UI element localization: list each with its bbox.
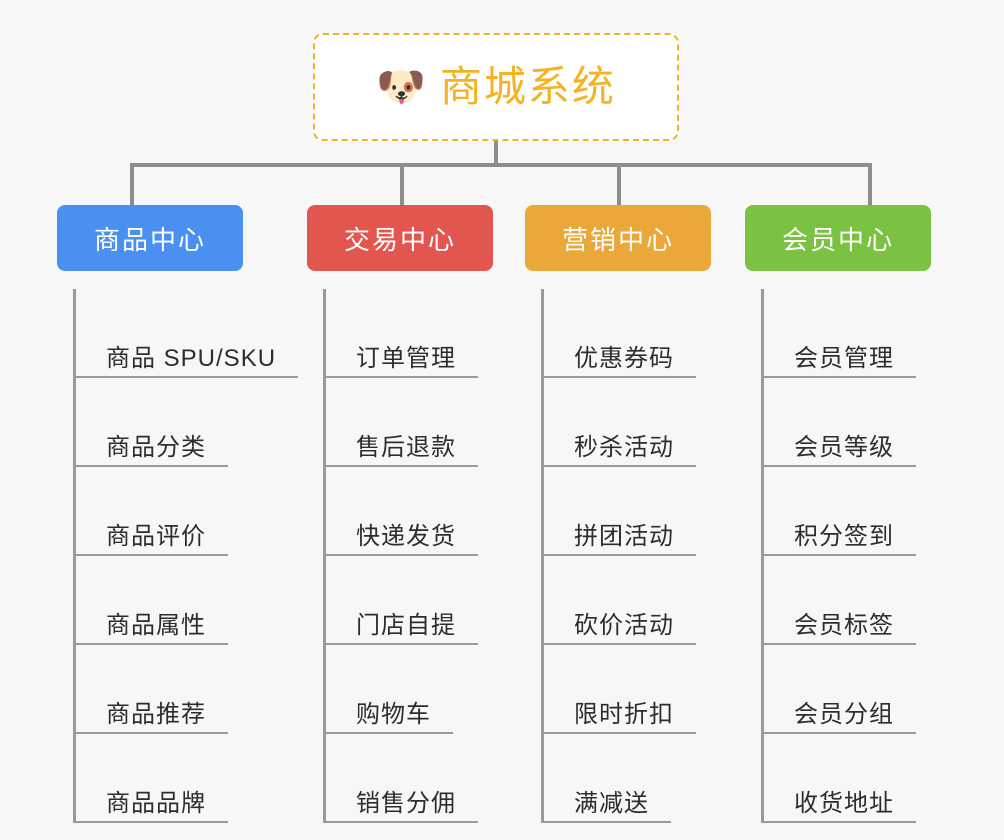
leaf-item[interactable]: 门店自提 <box>326 556 478 645</box>
leaf-list-4: 会员管理 会员等级 积分签到 会员标签 会员分组 收货地址 <box>761 289 951 823</box>
leaf-label: 会员等级 <box>794 434 894 462</box>
leaf-label: 销售分佣 <box>356 790 456 818</box>
leaf-item[interactable]: 收货地址 <box>764 734 916 823</box>
branch-column-2: 交易中心 订单管理 售后退款 快递发货 门店自提 购物车 销售分佣 <box>307 205 517 823</box>
branch-column-4: 会员中心 会员管理 会员等级 积分签到 会员标签 会员分组 收货地址 <box>745 205 951 823</box>
leaf-item[interactable]: 秒杀活动 <box>544 378 696 467</box>
leaf-item[interactable]: 满减送 <box>544 734 671 823</box>
connector-root-stem <box>494 141 498 167</box>
category-label: 交易中心 <box>343 224 456 255</box>
leaf-item[interactable]: 会员管理 <box>764 289 916 378</box>
leaf-item[interactable]: 拼团活动 <box>544 467 696 556</box>
leaf-item[interactable]: 商品属性 <box>76 556 228 645</box>
branch-column-3: 营销中心 优惠券码 秒杀活动 拼团活动 砍价活动 限时折扣 满减送 <box>525 205 729 823</box>
leaf-item[interactable]: 商品品牌 <box>76 734 228 823</box>
leaf-item[interactable]: 购物车 <box>326 645 453 734</box>
leaf-list-1: 商品 SPU/SKU 商品分类 商品评价 商品属性 商品推荐 商品品牌 <box>73 289 299 823</box>
leaf-label: 满减送 <box>574 790 649 818</box>
leaf-list-2: 订单管理 售后退款 快递发货 门店自提 购物车 销售分佣 <box>323 289 517 823</box>
leaf-item[interactable]: 会员标签 <box>764 556 916 645</box>
leaf-label: 门店自提 <box>356 612 456 640</box>
leaf-label: 商品 SPU/SKU <box>106 345 277 373</box>
leaf-label: 砍价活动 <box>574 612 674 640</box>
leaf-list-3: 优惠券码 秒杀活动 拼团活动 砍价活动 限时折扣 满减送 <box>541 289 729 823</box>
connector-horizontal-bus <box>130 163 872 167</box>
leaf-item[interactable]: 商品分类 <box>76 378 228 467</box>
branch-column-1: 商品中心 商品 SPU/SKU 商品分类 商品评价 商品属性 商品推荐 商品品牌 <box>57 205 299 823</box>
leaf-label: 快递发货 <box>356 523 456 551</box>
leaf-label: 商品推荐 <box>106 701 206 729</box>
category-box-4[interactable]: 会员中心 <box>745 205 931 271</box>
leaf-item[interactable]: 限时折扣 <box>544 645 696 734</box>
leaf-item[interactable]: 优惠券码 <box>544 289 696 378</box>
category-box-1[interactable]: 商品中心 <box>57 205 243 271</box>
leaf-label: 商品品牌 <box>106 790 206 818</box>
leaf-item[interactable]: 会员分组 <box>764 645 916 734</box>
leaf-item[interactable]: 商品推荐 <box>76 645 228 734</box>
leaf-item[interactable]: 积分签到 <box>764 467 916 556</box>
leaf-label: 订单管理 <box>356 345 456 373</box>
leaf-label: 积分签到 <box>794 523 894 551</box>
connector-drop-2 <box>400 163 404 205</box>
category-box-2[interactable]: 交易中心 <box>307 205 493 271</box>
leaf-item[interactable]: 快递发货 <box>326 467 478 556</box>
leaf-item[interactable]: 售后退款 <box>326 378 478 467</box>
leaf-item[interactable]: 商品评价 <box>76 467 228 556</box>
leaf-label: 秒杀活动 <box>574 434 674 462</box>
connector-drop-1 <box>130 163 134 205</box>
leaf-label: 商品评价 <box>106 523 206 551</box>
leaf-label: 优惠券码 <box>574 345 674 373</box>
leaf-item[interactable]: 销售分佣 <box>326 734 478 823</box>
connector-drop-4 <box>868 163 872 205</box>
connector-drop-3 <box>617 163 621 205</box>
leaf-item[interactable]: 会员等级 <box>764 378 916 467</box>
leaf-item[interactable]: 砍价活动 <box>544 556 696 645</box>
leaf-label: 会员管理 <box>794 345 894 373</box>
leaf-label: 会员分组 <box>794 701 894 729</box>
category-box-3[interactable]: 营销中心 <box>525 205 711 271</box>
leaf-label: 限时折扣 <box>574 701 674 729</box>
leaf-label: 拼团活动 <box>574 523 674 551</box>
category-label: 营销中心 <box>561 224 674 255</box>
leaf-label: 购物车 <box>356 701 431 729</box>
root-title: 商城系统 <box>439 63 616 110</box>
leaf-label: 售后退款 <box>356 434 456 462</box>
root-node[interactable]: 🐶 商城系统 <box>313 33 679 141</box>
leaf-item[interactable]: 商品 SPU/SKU <box>76 289 299 378</box>
leaf-label: 收货地址 <box>794 790 894 818</box>
leaf-label: 商品分类 <box>106 434 206 462</box>
dog-face-icon: 🐶 <box>376 65 426 109</box>
category-label: 商品中心 <box>93 224 206 255</box>
category-label: 会员中心 <box>781 224 894 255</box>
leaf-label: 会员标签 <box>794 612 894 640</box>
leaf-item[interactable]: 订单管理 <box>326 289 478 378</box>
leaf-label: 商品属性 <box>106 612 206 640</box>
